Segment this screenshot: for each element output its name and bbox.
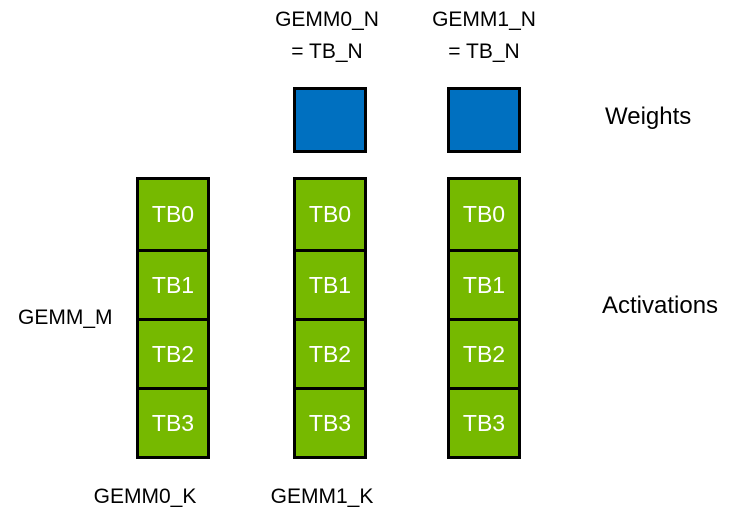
bottom-label-gemm1-k: GEMM1_K <box>270 485 374 508</box>
weights-block-gemm1 <box>447 87 521 153</box>
tb-cell: TB2 <box>296 318 364 387</box>
activation-column-left: TB0 TB1 TB2 TB3 <box>136 177 210 459</box>
tb-cell: TB0 <box>462 201 506 227</box>
left-label-gemm-m: GEMM_M <box>18 306 113 329</box>
tb-cell: TB0 <box>308 201 352 227</box>
right-label-activations: Activations <box>602 292 719 319</box>
tb-cell: TB1 <box>139 249 207 318</box>
tb-cell: TB2 <box>450 318 518 387</box>
tb-cell: TB3 <box>296 387 364 456</box>
tb-cell: TB1 <box>450 249 518 318</box>
activation-column-gemm0: TB0 TB1 TB2 TB3 <box>293 177 367 459</box>
tb-cell: TB3 <box>450 387 518 456</box>
tb-cell: TB2 <box>139 318 207 387</box>
activation-column-gemm1: TB0 TB1 TB2 TB3 <box>447 177 521 459</box>
bottom-label-gemm0-k: GEMM0_K <box>93 485 197 508</box>
right-label-weights: Weights <box>605 103 692 130</box>
weights-block-gemm0 <box>293 87 367 153</box>
tb-cell: TB0 <box>151 201 195 227</box>
tb-cell: TB1 <box>296 249 364 318</box>
header-label-gemm1-n: GEMM1_N = TB_N <box>432 8 536 63</box>
tb-cell: TB3 <box>139 387 207 456</box>
header-label-gemm0-n: GEMM0_N = TB_N <box>275 8 379 63</box>
